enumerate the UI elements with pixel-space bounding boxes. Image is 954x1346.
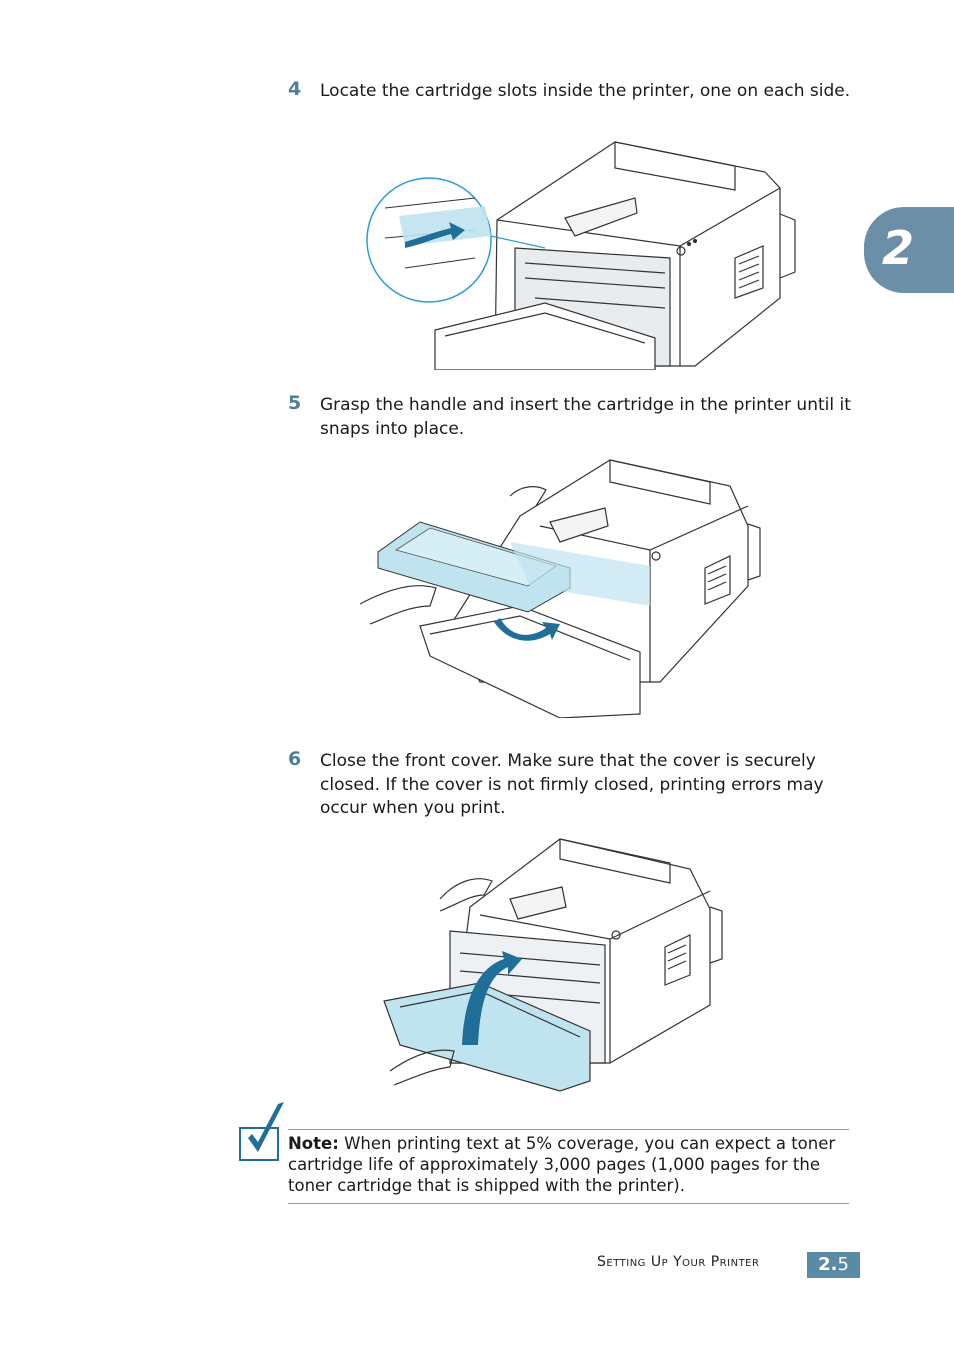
page-prefix: 2. — [818, 1254, 838, 1275]
chapter-number: 2 — [882, 221, 915, 275]
printer-cartridge-slot-illustration — [366, 141, 796, 370]
note-bottom-divider — [288, 1203, 849, 1204]
page-number-badge: 2.5 — [807, 1252, 860, 1278]
insert-cartridge-illustration — [360, 459, 761, 718]
note-checkmark-icon — [239, 1102, 284, 1161]
step-number: 6 — [288, 748, 302, 770]
note-body: When printing text at 5% coverage, you c… — [288, 1134, 836, 1195]
close-front-cover-illustration — [383, 838, 723, 1092]
note-label: Note: — [288, 1134, 339, 1153]
step-number: 4 — [288, 78, 302, 100]
footer-section-title: Setting Up Your Printer — [597, 1254, 760, 1270]
chapter-tab: 2 — [864, 207, 954, 293]
note: Note: When printing text at 5% coverage,… — [288, 1133, 853, 1196]
step-text: Grasp the handle and insert the cartridg… — [320, 395, 851, 439]
note-top-divider — [288, 1129, 849, 1130]
step-text: Close the front cover. Make sure that th… — [320, 751, 824, 818]
page-number: 5 — [837, 1254, 849, 1275]
step-text: Locate the cartridge slots inside the pr… — [320, 81, 851, 101]
step-number: 5 — [288, 392, 302, 414]
